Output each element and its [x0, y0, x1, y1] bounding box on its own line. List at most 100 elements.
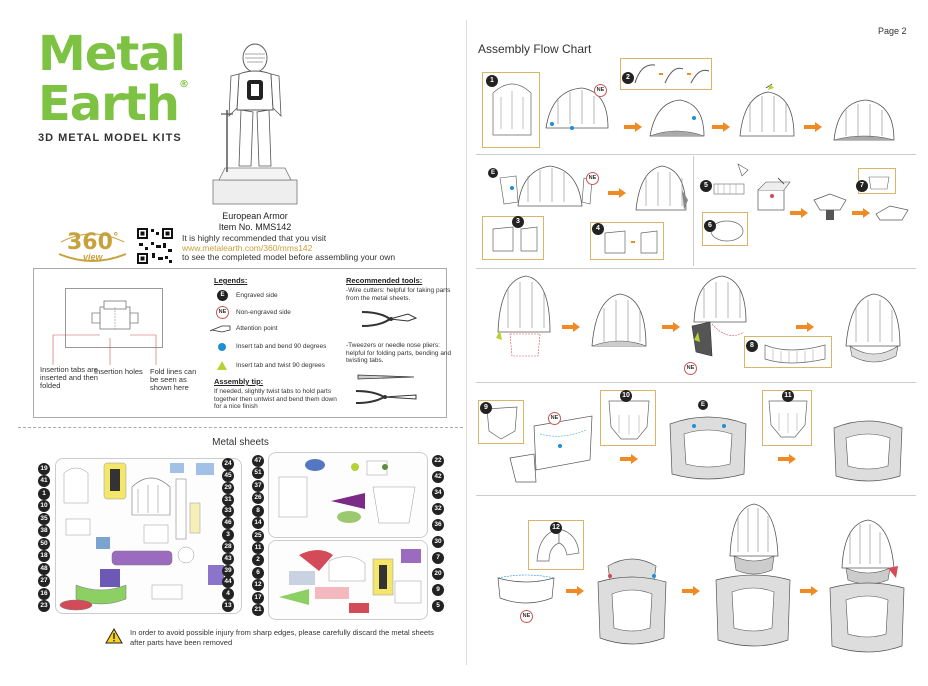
step-12-box [528, 520, 584, 570]
sheet-part-number: 48 [38, 562, 50, 575]
sheet-part-number: 31 [222, 493, 234, 506]
helmet-assembly-6 [496, 275, 551, 357]
step-number: 11 [782, 390, 794, 402]
arrow-right-icon [796, 322, 814, 332]
legend-bend: Insert tab and bend 90 degrees [236, 343, 327, 350]
sheet-part-number: 25 [252, 529, 264, 542]
step-9-part-icon [486, 406, 518, 440]
tools-title: Recommended tools: [346, 276, 423, 285]
step-12-part-icon [536, 528, 580, 562]
sheet-part-number: 9 [432, 583, 444, 596]
step-number: 8 [746, 340, 758, 352]
arrow-right-icon [608, 188, 626, 198]
sheet-part-number: 6 [252, 566, 264, 579]
label-insertion-tabs: Insertion tabs are inserted and then fol… [40, 365, 98, 390]
sheet-part-number: 37 [252, 479, 264, 492]
body-assembly-2 [715, 503, 791, 647]
sheet-part-number: 33 [222, 505, 234, 518]
sheet-part-number: 5 [432, 600, 444, 612]
sheet-part-number: 14 [252, 517, 264, 530]
hand-pointer-icon [210, 325, 231, 333]
sheet-part-number: 3 [222, 529, 234, 541]
sheet-part-number: 38 [38, 525, 50, 538]
step-7-part-icon [868, 176, 890, 190]
sheet-part-number: 51 [252, 467, 264, 480]
step-1-box [482, 72, 540, 148]
helmet-assembly-7 [591, 293, 647, 347]
view-360-word: view [83, 252, 103, 262]
step-1-part-icon [492, 83, 532, 136]
helmet-side-panels [499, 165, 593, 207]
label-insertion-holes: Insertion holes [94, 367, 143, 376]
assembly-tip-text: If needed, slightly twist tabs to hold p… [214, 388, 337, 410]
sheet-part-number: 29 [222, 481, 234, 494]
page-number: Page 2 [878, 26, 907, 36]
sheet-part-number: 19 [38, 463, 50, 475]
sharp-edges-warning: In order to avoid possible injury from s… [130, 628, 434, 647]
step-8-box [744, 336, 832, 368]
sheet-part-number: 18 [38, 550, 50, 563]
visit-url-link[interactable]: www.metalearth.com/360/mms142 [182, 242, 313, 253]
step-4-part-icon [604, 230, 658, 254]
page-divider [466, 20, 467, 665]
non-engraved-marker: NE [520, 610, 533, 623]
assembly-tip-title: Assembly tip: [214, 377, 264, 386]
non-engraved-icon: NE [216, 306, 229, 319]
tools-cutters: -Wire cutters: helpful for taking parts … [346, 287, 451, 302]
sheet-part-number: 26 [252, 492, 264, 505]
non-engraved-marker: NE [684, 362, 697, 375]
arrow-right-icon [562, 322, 580, 332]
wire-cutters-icon [361, 311, 418, 327]
sheet-part-number: 1 [38, 487, 50, 500]
brand-subtitle: 3D METAL MODEL KITS [38, 132, 182, 144]
qr-code-icon[interactable] [136, 227, 174, 265]
sheet-part-number: 39 [222, 564, 234, 577]
sheet-part-number: 17 [252, 591, 264, 604]
metal-sheet-1 [55, 458, 242, 614]
helmet-assembly-9 [845, 293, 901, 363]
sheet-part-number: 47 [252, 455, 264, 467]
step-number: 2 [622, 72, 634, 84]
metal-sheet-2-parts [278, 459, 416, 524]
step-8-part-icon [764, 344, 826, 364]
step-5-part-icon [713, 163, 749, 195]
brand-logo-line1: Metal [38, 26, 186, 82]
step-11-part-icon [768, 400, 808, 438]
model-name: European Armor Item No. MMS142 [210, 211, 300, 233]
sheet-part-number: 4 [222, 588, 234, 601]
shoulder-plate-assembly [509, 415, 593, 483]
visit-line1: It is highly recommended that you visit [182, 233, 327, 243]
helmet-assembly-3 [739, 83, 795, 137]
tools-tweezers: -Tweezers or needle nose pliers: helpful… [346, 342, 452, 364]
tweezers-icon [357, 374, 415, 380]
legend-engraved: Engraved side [236, 292, 278, 299]
arrow-right-icon [800, 586, 818, 596]
body-assembly-1 [597, 558, 667, 645]
blue-dot-icon [218, 343, 226, 351]
step-number: 12 [550, 522, 562, 534]
row-separator-1 [476, 154, 916, 155]
view-360-arc-icon [58, 233, 127, 262]
step-number: 3 [512, 216, 524, 228]
arrow-right-icon [662, 322, 680, 332]
sheet-part-number: 22 [432, 455, 444, 467]
knight-armor-illustration [212, 43, 298, 205]
arrow-right-icon [790, 208, 808, 218]
step-3-part-icon [492, 226, 538, 252]
arrow-right-icon [778, 454, 796, 464]
sheet-part-number: 24 [222, 458, 234, 470]
collar-assembly [497, 574, 555, 604]
sheet-part-number: 46 [222, 517, 234, 530]
step-2-parts-icon [634, 64, 710, 84]
model-item-number: Item No. MMS142 [218, 222, 292, 232]
sheet-part-number: 20 [432, 567, 444, 580]
step-number: 4 [592, 223, 604, 235]
sheet-part-number: 41 [38, 475, 50, 488]
helmet-assembly-4 [833, 99, 895, 141]
arrow-right-icon [566, 586, 584, 596]
sheet-part-number: 16 [38, 587, 50, 600]
sheet-part-number: 36 [432, 519, 444, 532]
gorget-assembly-2 [833, 420, 903, 482]
arrow-right-icon [852, 208, 870, 218]
legend-twist: Insert tab and twist 90 degrees [236, 362, 325, 369]
